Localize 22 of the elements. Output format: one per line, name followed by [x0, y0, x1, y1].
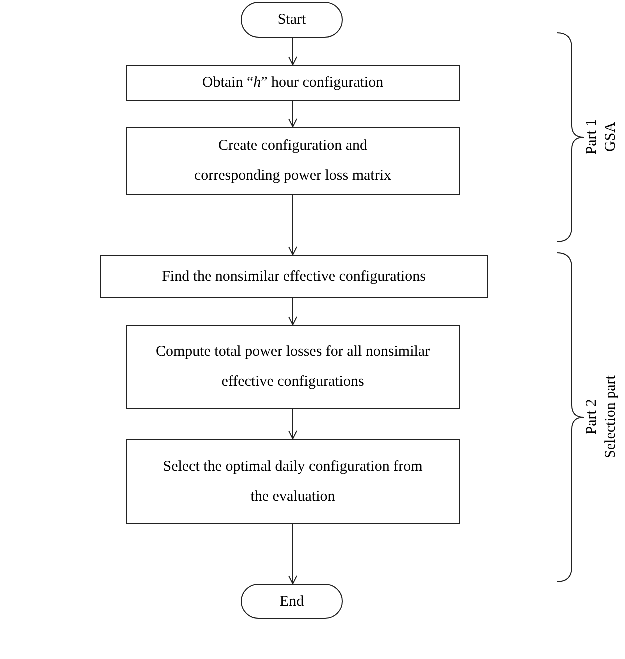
box-text: Find the nonsimilar effective configurations	[162, 268, 426, 286]
section-label: Part 1 GSA	[583, 118, 620, 157]
process-box	[126, 127, 460, 195]
arrow	[288, 194, 298, 256]
process-box	[126, 325, 460, 409]
section-label: Part 2 Selection part	[583, 374, 620, 460]
box-text: Compute total power losses for all nonsimilar effective configurations	[154, 343, 432, 392]
process-box	[126, 439, 460, 524]
box-text: Create configuration and corresponding power loss matrix	[193, 137, 393, 186]
process-box	[100, 255, 488, 298]
box-text: End	[280, 592, 304, 612]
terminal-box	[241, 2, 343, 38]
arrow	[288, 100, 298, 128]
terminal-box	[241, 584, 343, 619]
arrow	[288, 38, 298, 66]
arrow	[288, 408, 298, 440]
process-box	[126, 65, 460, 101]
arrow	[288, 524, 298, 584]
box-text: Start	[278, 11, 306, 30]
box-text: Select the optimal daily configuration from the evaluation	[162, 458, 424, 506]
arrow	[288, 298, 298, 326]
box-text: Obtain “h” hour configuration	[202, 74, 384, 93]
